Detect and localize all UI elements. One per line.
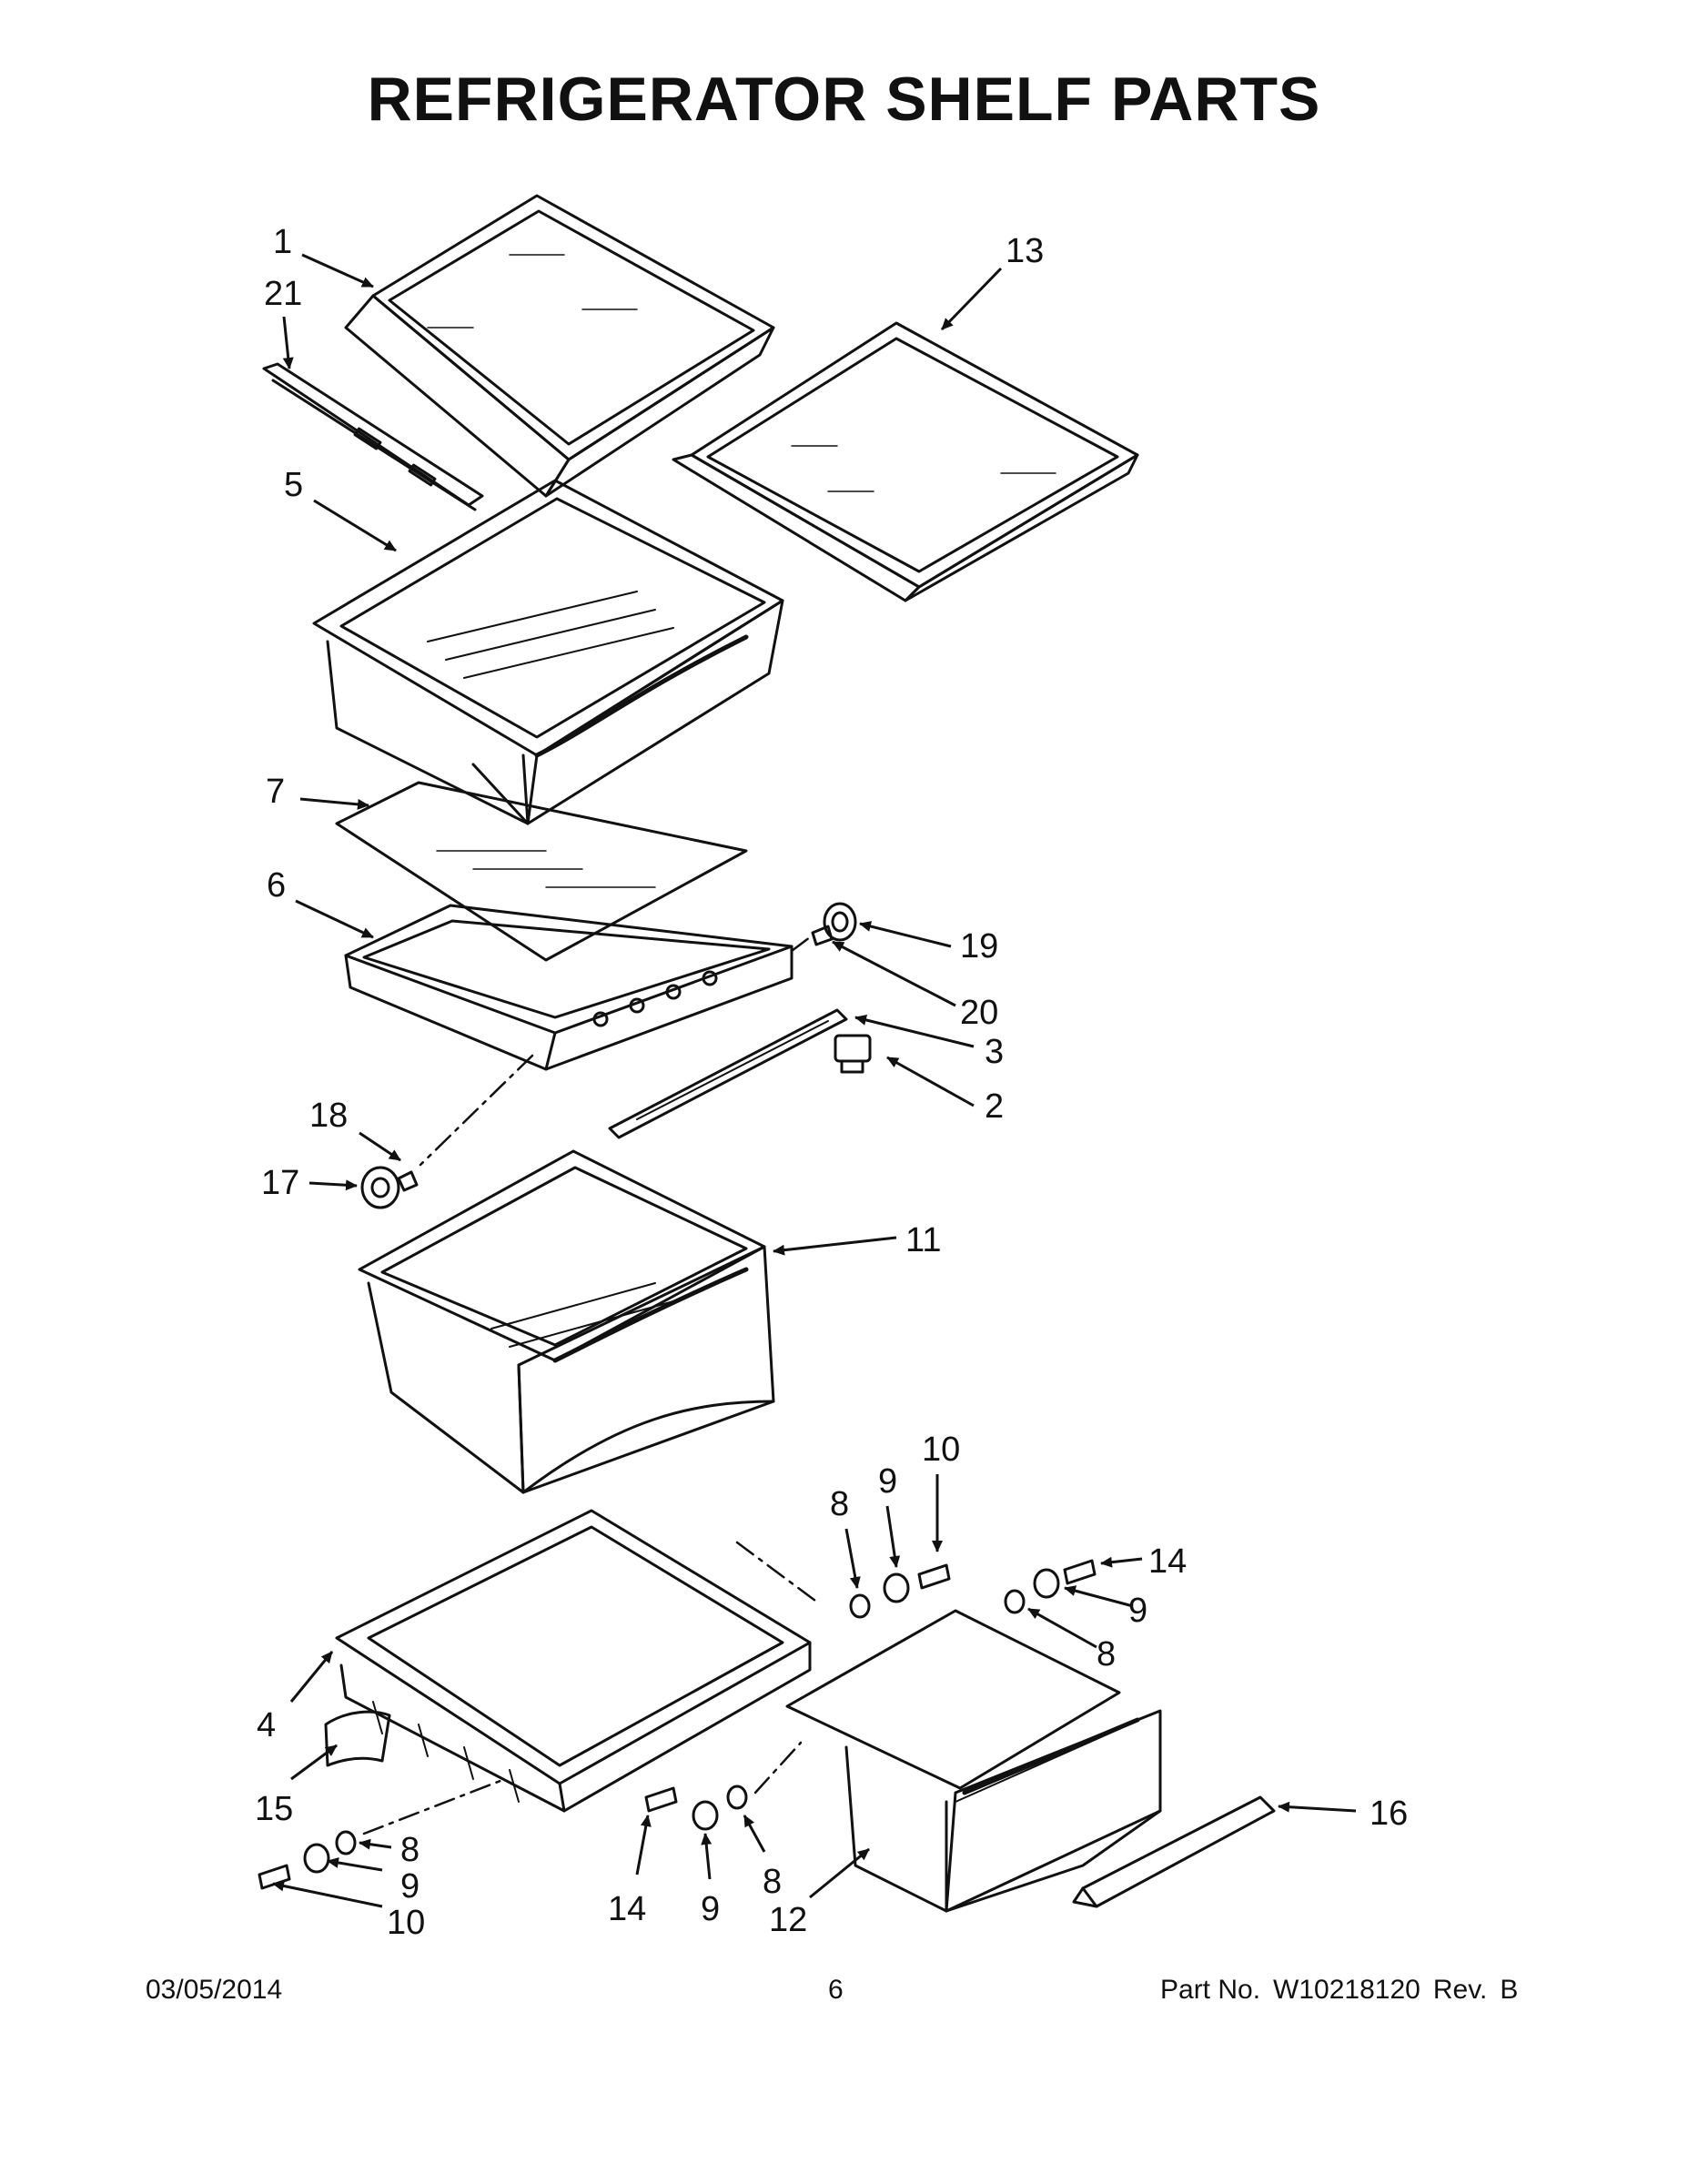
hardware-upper	[849, 1559, 1097, 1619]
hardware-lower-left	[258, 1830, 357, 1890]
part-19-roller	[823, 902, 857, 942]
callout-21: 21	[264, 275, 302, 313]
callout-8: 8	[1097, 1635, 1116, 1673]
part-18-screw	[397, 1170, 419, 1192]
callout-8: 8	[400, 1831, 419, 1869]
part-5-crisper-drawer	[312, 479, 784, 825]
part-21-rail	[262, 362, 484, 511]
callout-11: 11	[905, 1221, 941, 1259]
callout-5: 5	[284, 466, 303, 504]
part-2-clip	[834, 1034, 872, 1074]
callout-9: 9	[701, 1890, 720, 1928]
part-12-deli-drawer	[785, 1609, 1162, 1913]
part-7-glass-panel	[335, 781, 748, 962]
callout-9: 9	[400, 1867, 419, 1906]
callout-20: 20	[960, 994, 998, 1032]
callout-18: 18	[309, 1097, 348, 1135]
callout-10: 10	[922, 1431, 960, 1469]
callout-4: 4	[257, 1706, 276, 1744]
callout-3: 3	[985, 1033, 1004, 1071]
footer-part-info: Part No. W10218120 Rev. B	[1160, 1975, 1518, 2006]
callout-7: 7	[266, 773, 285, 811]
footer-date: 03/05/2014	[146, 1975, 283, 2005]
callout-10: 10	[387, 1904, 425, 1942]
callout-13: 13	[1006, 232, 1044, 270]
callout-9: 9	[878, 1462, 897, 1501]
part-label: Part No.	[1160, 1975, 1261, 2005]
part-20-screw	[811, 925, 834, 946]
part-6-shelf-frame	[344, 904, 793, 1071]
revision: B	[1500, 1975, 1519, 2005]
part-15-clip	[324, 1710, 391, 1767]
part-number: W10218120	[1273, 1975, 1420, 2005]
part-4-cover-frame	[335, 1509, 812, 1813]
page-title: REFRIGERATOR SHELF PARTS	[367, 65, 1321, 134]
callout-2: 2	[985, 1087, 1004, 1126]
rev-label: Rev.	[1432, 1975, 1488, 2005]
footer-page-number: 6	[828, 1975, 844, 2005]
callout-8: 8	[830, 1485, 849, 1523]
callout-14: 14	[608, 1890, 646, 1928]
callout-15: 15	[255, 1790, 293, 1828]
part-11-pantry-drawer	[358, 1149, 775, 1494]
part-3-rail	[608, 1008, 848, 1139]
callout-6: 6	[267, 866, 286, 905]
callout-12: 12	[769, 1901, 807, 1939]
callout-14: 14	[1148, 1542, 1187, 1581]
callout-16: 16	[1370, 1795, 1408, 1833]
part-13-glass-shelf	[672, 321, 1139, 602]
callout-9: 9	[1128, 1592, 1147, 1630]
hardware-lower-center	[644, 1785, 748, 1831]
part-1-glass-shelf	[344, 194, 775, 498]
callout-19: 19	[960, 927, 998, 966]
callout-17: 17	[261, 1164, 299, 1202]
part-17-roller	[360, 1166, 400, 1209]
callout-1: 1	[273, 223, 292, 261]
callout-8: 8	[763, 1863, 782, 1901]
part-16-handle	[1072, 1795, 1276, 1908]
